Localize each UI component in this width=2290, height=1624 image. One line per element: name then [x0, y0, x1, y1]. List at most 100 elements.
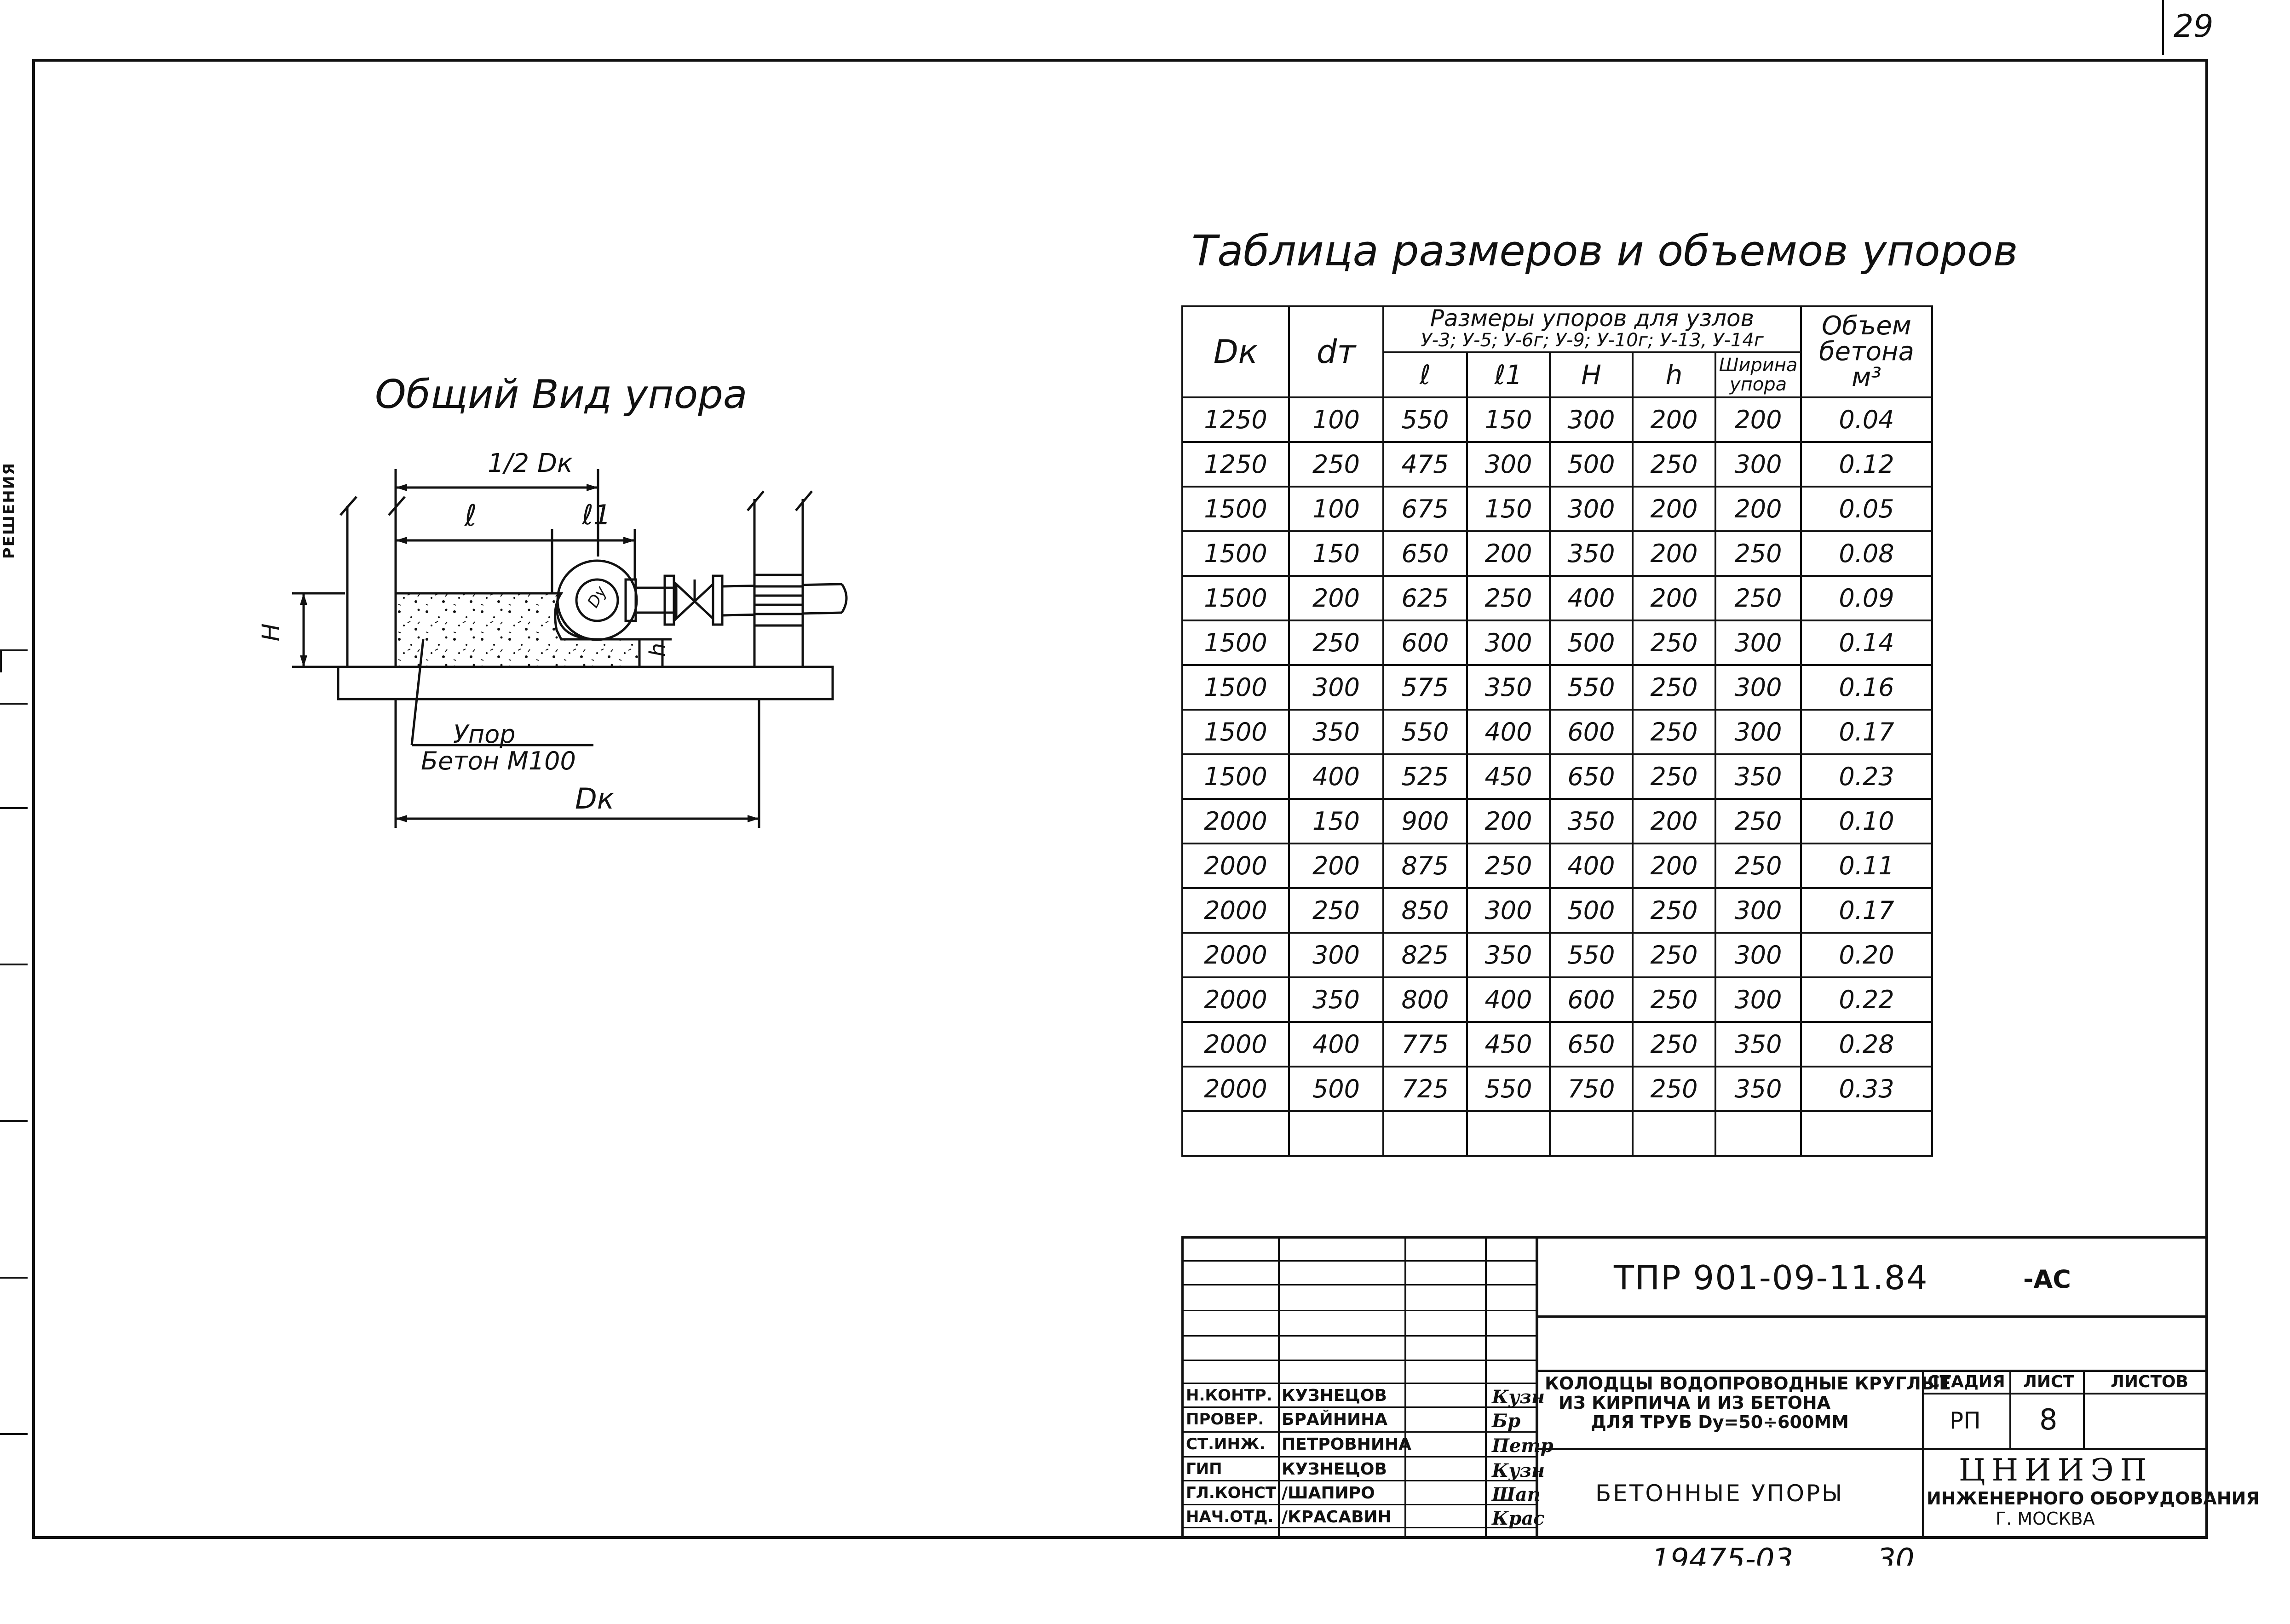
doc-code: ТПР 901-09-11.84: [1614, 1258, 1928, 1297]
table-cell: 300: [1715, 932, 1802, 978]
table-cell: 0.33: [1800, 1066, 1933, 1112]
label-stop: Упор: [453, 720, 516, 749]
table-cell: 1500: [1181, 664, 1290, 711]
table-cell: 0.09: [1800, 575, 1933, 621]
table-cell: 750: [1549, 1066, 1634, 1112]
staff-signature: Кузн: [1492, 1460, 1545, 1481]
table-cell: 725: [1382, 1066, 1468, 1112]
staff-name: /ШАПИРО: [1282, 1484, 1375, 1503]
table-cell: 0.16: [1800, 664, 1933, 711]
doc-suffix: -АС: [2023, 1265, 2071, 1294]
sheet-title: БЕТОННЫЕ УПОРЫ: [1595, 1480, 1844, 1507]
table-cell: 250: [1466, 843, 1551, 889]
table-cell: 2000: [1181, 976, 1290, 1023]
stage-label: СТАДИЯ: [1928, 1372, 2005, 1391]
header-volume: Объем бетона м³: [1800, 305, 1933, 398]
staff-role: ГИП: [1186, 1460, 1222, 1478]
table-cell: 600: [1549, 709, 1634, 755]
table-cell: 0.05: [1800, 486, 1933, 532]
table-cell: 400: [1466, 709, 1551, 755]
table-cell-empty: [1288, 1110, 1384, 1157]
table-cell: 250: [1632, 753, 1716, 800]
table-cell: 0.14: [1800, 620, 1933, 666]
table-cell: 0.04: [1800, 396, 1933, 443]
header-dk: Dк: [1181, 305, 1290, 398]
table-cell: 300: [1715, 620, 1802, 666]
table-cell: 200: [1632, 798, 1716, 844]
table-cell: 350: [1288, 976, 1384, 1023]
table-cell: 2000: [1181, 1066, 1290, 1112]
table-cell: 0.10: [1800, 798, 1933, 844]
table-row-empty: [1181, 1110, 1933, 1157]
table-cell: 100: [1288, 486, 1384, 532]
table-cell: 200: [1288, 575, 1384, 621]
table-cell-empty: [1466, 1110, 1551, 1157]
org-line-1: ЦНИИЭП: [1959, 1452, 2153, 1488]
table-cell: 825: [1382, 932, 1468, 978]
staff-signature: Кузн: [1492, 1386, 1545, 1408]
table-cell: 0.28: [1800, 1021, 1933, 1067]
table-cell: 150: [1466, 396, 1551, 443]
table-cell-empty: [1715, 1110, 1802, 1157]
table-cell: 400: [1288, 1021, 1384, 1067]
table-title: Таблица размеров и объемов упоров: [1191, 226, 2018, 275]
label-h-big: H: [257, 623, 285, 642]
table-cell: 500: [1288, 1066, 1384, 1112]
table-cell: 300: [1466, 887, 1551, 934]
table-cell: 575: [1382, 664, 1468, 711]
side-margin-text: РЕШЕНИЯ: [0, 462, 18, 559]
label-dk: Dк: [575, 782, 615, 815]
table-cell: 650: [1549, 753, 1634, 800]
table-cell: 250: [1632, 887, 1716, 934]
sheet-label: ЛИСТ: [2023, 1372, 2075, 1391]
project-title-3: ДЛЯ ТРУБ Dу=50÷600ММ: [1591, 1412, 1849, 1432]
table-cell: 150: [1466, 486, 1551, 532]
table-cell-empty: [1632, 1110, 1716, 1157]
bottom-number: 19475-03: [1651, 1543, 1794, 1566]
table-cell: 400: [1549, 843, 1634, 889]
table-cell: 1250: [1181, 396, 1290, 443]
label-h-small: h: [645, 643, 671, 657]
header-l1: ℓ1: [1466, 351, 1551, 398]
table-cell: 150: [1288, 798, 1384, 844]
table-cell: 1500: [1181, 575, 1290, 621]
header-group: Размеры упоров для узлов У-3; У-5; У-6г;…: [1382, 305, 1802, 353]
staff-name: /КРАСАВИН: [1282, 1508, 1392, 1526]
table-cell: 300: [1466, 620, 1551, 666]
table-cell: 550: [1382, 396, 1468, 443]
table-cell: 350: [1715, 753, 1802, 800]
table-cell: 200: [1715, 486, 1802, 532]
table-cell: 250: [1632, 1066, 1716, 1112]
table-cell-empty: [1549, 1110, 1634, 1157]
staff-role: ПРОВЕР.: [1186, 1410, 1264, 1429]
table-cell: 900: [1382, 798, 1468, 844]
table-cell: 300: [1288, 932, 1384, 978]
table-cell: 250: [1466, 575, 1551, 621]
table-cell: 0.12: [1800, 441, 1933, 488]
table-cell: 250: [1715, 843, 1802, 889]
table-cell: 300: [1715, 709, 1802, 755]
table-cell: 650: [1382, 530, 1468, 577]
label-l: ℓ: [465, 499, 477, 533]
table-cell-empty: [1800, 1110, 1933, 1157]
table-cell: 875: [1382, 843, 1468, 889]
bottom-number-2: 30: [1877, 1543, 1915, 1566]
table-cell: 450: [1466, 753, 1551, 800]
table-cell: 2000: [1181, 1021, 1290, 1067]
label-half-dk: 1/2 Dк: [488, 448, 573, 478]
table-cell: 2000: [1181, 887, 1290, 934]
staff-name: КУЗНЕЦОВ: [1282, 1460, 1387, 1479]
left-margin: [0, 0, 32, 1624]
staff-name: ПЕТРОВНИНА: [1282, 1435, 1411, 1454]
table-cell: 800: [1382, 976, 1468, 1023]
table-cell: 1500: [1181, 486, 1290, 532]
table-cell: 500: [1549, 887, 1634, 934]
